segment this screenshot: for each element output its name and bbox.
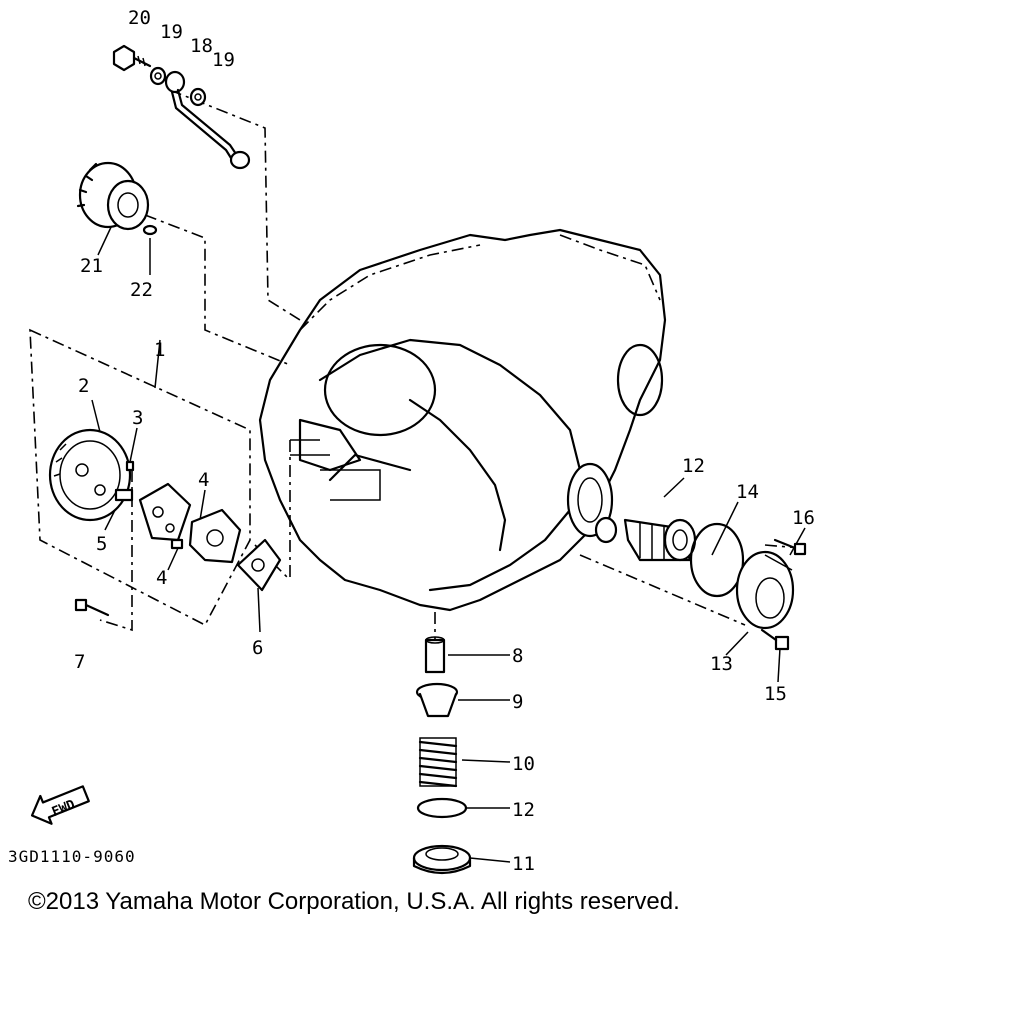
callout-15: 14 [736,481,759,503]
pin-3 [125,460,135,472]
callout-6: 6 [252,637,263,659]
callout-5: 5 [96,533,107,555]
callout-19: 19 [212,49,235,71]
washer-19b [189,87,207,107]
pump-body [170,508,242,564]
callout-4: 4 [198,469,209,491]
gasket-6 [236,538,282,592]
callout-10: 10 [512,753,535,775]
callout-12: 12 [512,799,535,821]
callout-7: 7 [74,651,85,673]
copyright-notice: ©2013 Yamaha Motor Corporation, U.S.A. A… [28,888,680,915]
washer-19a [149,66,167,86]
callout-8: 8 [512,645,523,667]
o-ring-15 [689,522,745,598]
oil-pipe-18 [164,70,251,170]
plug-9 [415,682,459,718]
gear-21 [76,161,150,231]
pipe-8 [424,636,446,674]
callout-3: 3 [132,407,143,429]
callout-18: 18 [190,35,213,57]
callout-17: 16 [792,507,815,529]
bolt-16 [760,628,790,651]
screw-5 [114,488,134,502]
callout-22: 22 [130,279,153,301]
key-22 [142,224,158,236]
crankcase [258,228,667,612]
strainer-cap-11 [412,844,472,875]
callout-14: 13 [710,653,733,675]
spring-10 [418,737,458,788]
callout-labels: 20 19 18 19 21 22 1 2 3 4 5 4 6 7 12 14 … [74,7,815,821]
bolt-17 [773,538,807,556]
drawing-code: 3GD1110-9060 [8,847,136,866]
callout-1: 1 [154,339,165,361]
leader-lines [29,89,806,863]
bolt-20 [112,44,152,72]
o-ring-12 [416,797,468,819]
callout-20: 20 [128,7,151,29]
filter-cover-14 [735,550,795,630]
pump-gear-2 [48,428,132,522]
fwd-arrow-icon [30,785,90,825]
callout-19: 19 [160,21,183,43]
callout-9: 9 [512,691,523,713]
callout-4: 4 [156,567,167,589]
pump-cover [138,482,192,542]
callout-21: 21 [80,255,103,277]
callout-13: 12 [682,455,705,477]
callout-11-label: 11 [512,853,535,875]
callout-2: 2 [78,375,89,397]
bolt-7 [74,598,110,617]
filter-housing-gasket [566,462,618,544]
oil-filter-13 [623,518,697,562]
callout-16: 15 [764,683,787,705]
